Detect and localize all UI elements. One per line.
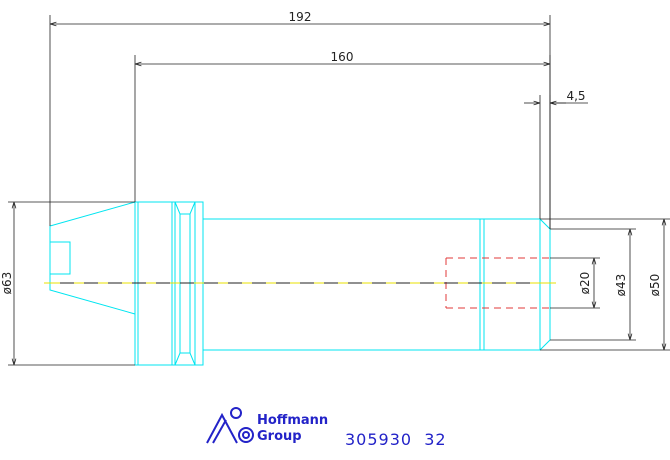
dim-text-flange: ø63 [0,272,14,295]
v-groove [174,201,196,215]
dim-text-body: 160 [331,50,354,64]
collet-nose [49,201,136,315]
hoffmann-logo-icon [206,407,254,444]
dim-text-overall: 192 [289,10,312,24]
article-number: 305930 32 [345,430,447,449]
nose-slot [50,241,71,275]
shank [203,218,551,351]
dim-end-diameter: ø50 [540,218,670,351]
dim-overall-length: 192 [49,10,551,229]
dim-text-shank: ø43 [614,274,628,297]
dim-bore-diameter: ø20 [550,257,600,309]
dim-flange-diameter: ø63 [0,201,135,366]
hoffmann-logo: Hoffmann Group [206,407,328,444]
logo-line2: Group [257,429,302,444]
dim-text-chamfer: 4,5 [566,89,585,103]
dim-text-end: ø50 [648,274,662,297]
logo-line1: Hoffmann [257,413,328,428]
dim-end-chamfer: 4,5 [524,89,588,229]
dim-shank-diameter: ø43 [550,228,636,341]
dim-text-bore: ø20 [578,272,592,295]
